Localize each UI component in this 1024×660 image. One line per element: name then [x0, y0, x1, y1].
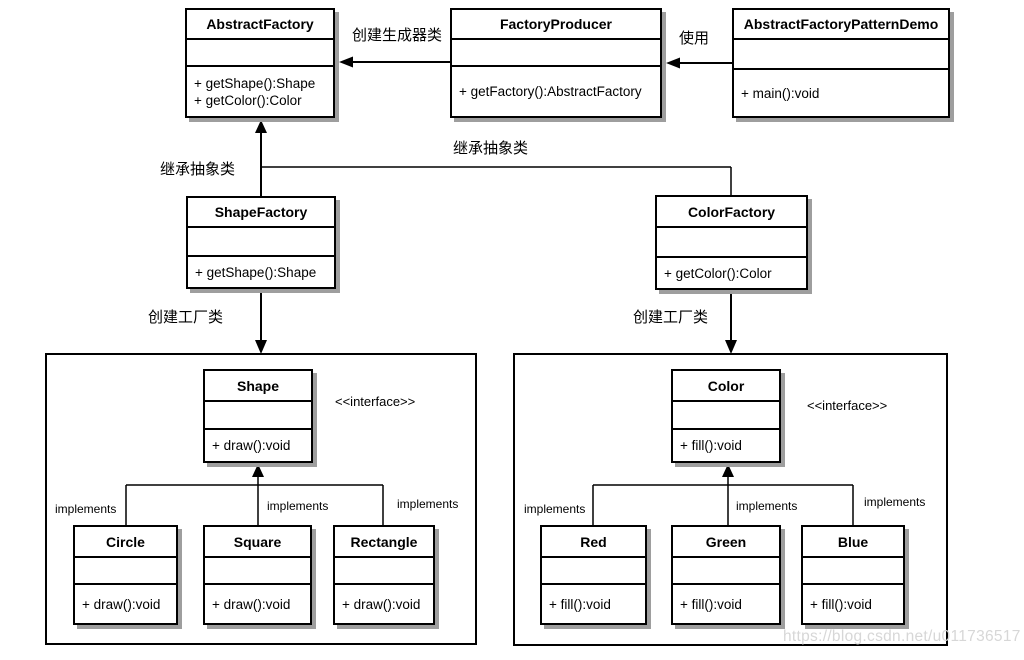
class-name: ShapeFactory	[188, 198, 334, 228]
class-box-factory-producer: FactoryProducer + getFactory():AbstractF…	[450, 8, 662, 118]
class-box-color-factory: ColorFactory + getColor():Color	[655, 195, 808, 290]
label-implements-red: implements	[524, 502, 586, 516]
label-inherit-abstract-right: 继承抽象类	[453, 140, 529, 157]
class-name: Blue	[803, 527, 903, 558]
label-interface-shape: <<interface>>	[335, 394, 416, 409]
label-create-factory-right: 创建工厂类	[633, 309, 709, 326]
class-name: Color	[673, 371, 779, 402]
class-methods: + fill():void	[803, 585, 903, 623]
class-name: AbstractFactoryPatternDemo	[734, 10, 948, 40]
class-box-rectangle: Rectangle + draw():void	[333, 525, 435, 625]
class-method: + draw():void	[212, 596, 291, 612]
arrowhead-down-color-container	[725, 340, 737, 354]
class-name: FactoryProducer	[452, 10, 660, 40]
class-method: + fill():void	[680, 596, 742, 612]
class-methods: + draw():void	[335, 585, 433, 623]
class-method: + getColor():Color	[194, 92, 302, 108]
class-methods: + main():void	[734, 70, 948, 116]
class-method: + fill():void	[810, 596, 872, 612]
class-method: + getShape():Shape	[194, 75, 316, 91]
class-method: + draw():void	[212, 438, 291, 453]
class-name: Square	[205, 527, 310, 558]
class-method: + getShape():Shape	[195, 264, 317, 280]
class-name: Shape	[205, 371, 311, 402]
class-box-circle: Circle + draw():void	[73, 525, 178, 625]
class-name: Red	[542, 527, 645, 558]
class-attributes-empty	[734, 40, 948, 70]
label-implements-rectangle: implements	[397, 497, 459, 511]
class-method: + fill():void	[680, 438, 742, 453]
arrowhead-down-shape-container	[255, 340, 267, 354]
class-box-abstract-factory: AbstractFactory + getShape():Shape + get…	[185, 8, 335, 118]
class-method: + draw():void	[342, 596, 421, 612]
class-method: + main():void	[741, 85, 820, 101]
class-box-abstract-factory-pattern-demo: AbstractFactoryPatternDemo + main():void	[732, 8, 950, 118]
label-implements-circle: implements	[55, 502, 117, 516]
class-methods: + fill():void	[673, 430, 779, 461]
class-name: Rectangle	[335, 527, 433, 558]
class-methods: + fill():void	[673, 585, 779, 623]
label-inherit-abstract-left: 继承抽象类	[160, 161, 236, 178]
label-implements-square: implements	[267, 499, 329, 513]
class-methods: + getColor():Color	[657, 258, 806, 288]
label-implements-green: implements	[736, 499, 798, 513]
class-method: + draw():void	[82, 596, 161, 612]
class-methods: + draw():void	[75, 585, 176, 623]
class-box-green: Green + fill():void	[671, 525, 781, 625]
label-interface-color: <<interface>>	[807, 398, 888, 413]
class-name: AbstractFactory	[187, 10, 333, 40]
class-attributes-empty	[452, 40, 660, 67]
class-box-shape-interface: Shape + draw():void	[203, 369, 313, 463]
class-methods: + fill():void	[542, 585, 645, 623]
class-attributes-empty	[205, 558, 310, 585]
class-method: + getFactory():AbstractFactory	[459, 84, 642, 99]
arrowhead-up-shape	[252, 464, 264, 477]
class-attributes-empty	[673, 402, 779, 430]
arrowhead-up-color	[722, 464, 734, 477]
class-attributes-empty	[657, 228, 806, 258]
label-use: 使用	[679, 30, 710, 47]
arrowhead-up-abstractfactory	[255, 120, 267, 133]
color-group-container	[513, 353, 948, 646]
class-methods: + getShape():Shape	[188, 257, 334, 287]
class-box-color-interface: Color + fill():void	[671, 369, 781, 463]
class-method: + getColor():Color	[664, 265, 772, 281]
label-implements-blue: implements	[864, 495, 926, 509]
arrowhead-left-abstractfactory	[339, 56, 353, 68]
class-box-square: Square + draw():void	[203, 525, 312, 625]
class-methods: + getShape():Shape + getColor():Color	[187, 67, 333, 116]
class-attributes-empty	[542, 558, 645, 585]
class-box-red: Red + fill():void	[540, 525, 647, 625]
class-attributes-empty	[188, 228, 334, 257]
class-methods: + draw():void	[205, 585, 310, 623]
class-box-blue: Blue + fill():void	[801, 525, 905, 625]
class-box-shape-factory: ShapeFactory + getShape():Shape	[186, 196, 336, 289]
class-attributes-empty	[803, 558, 903, 585]
class-name: ColorFactory	[657, 197, 806, 228]
label-create-producer: 创建生成器类	[352, 27, 443, 44]
class-attributes-empty	[673, 558, 779, 585]
class-attributes-empty	[205, 402, 311, 430]
csdn-watermark: https://blog.csdn.net/u011736517	[783, 628, 1021, 645]
label-create-factory-left: 创建工厂类	[148, 309, 224, 326]
class-methods: + getFactory():AbstractFactory	[452, 67, 660, 116]
class-attributes-empty	[75, 558, 176, 585]
class-method: + fill():void	[549, 596, 611, 612]
class-name: Circle	[75, 527, 176, 558]
arrowhead-left-factoryproducer	[666, 57, 680, 69]
class-methods: + draw():void	[205, 430, 311, 461]
class-name: Green	[673, 527, 779, 558]
class-attributes-empty	[335, 558, 433, 585]
class-attributes-empty	[187, 40, 333, 67]
